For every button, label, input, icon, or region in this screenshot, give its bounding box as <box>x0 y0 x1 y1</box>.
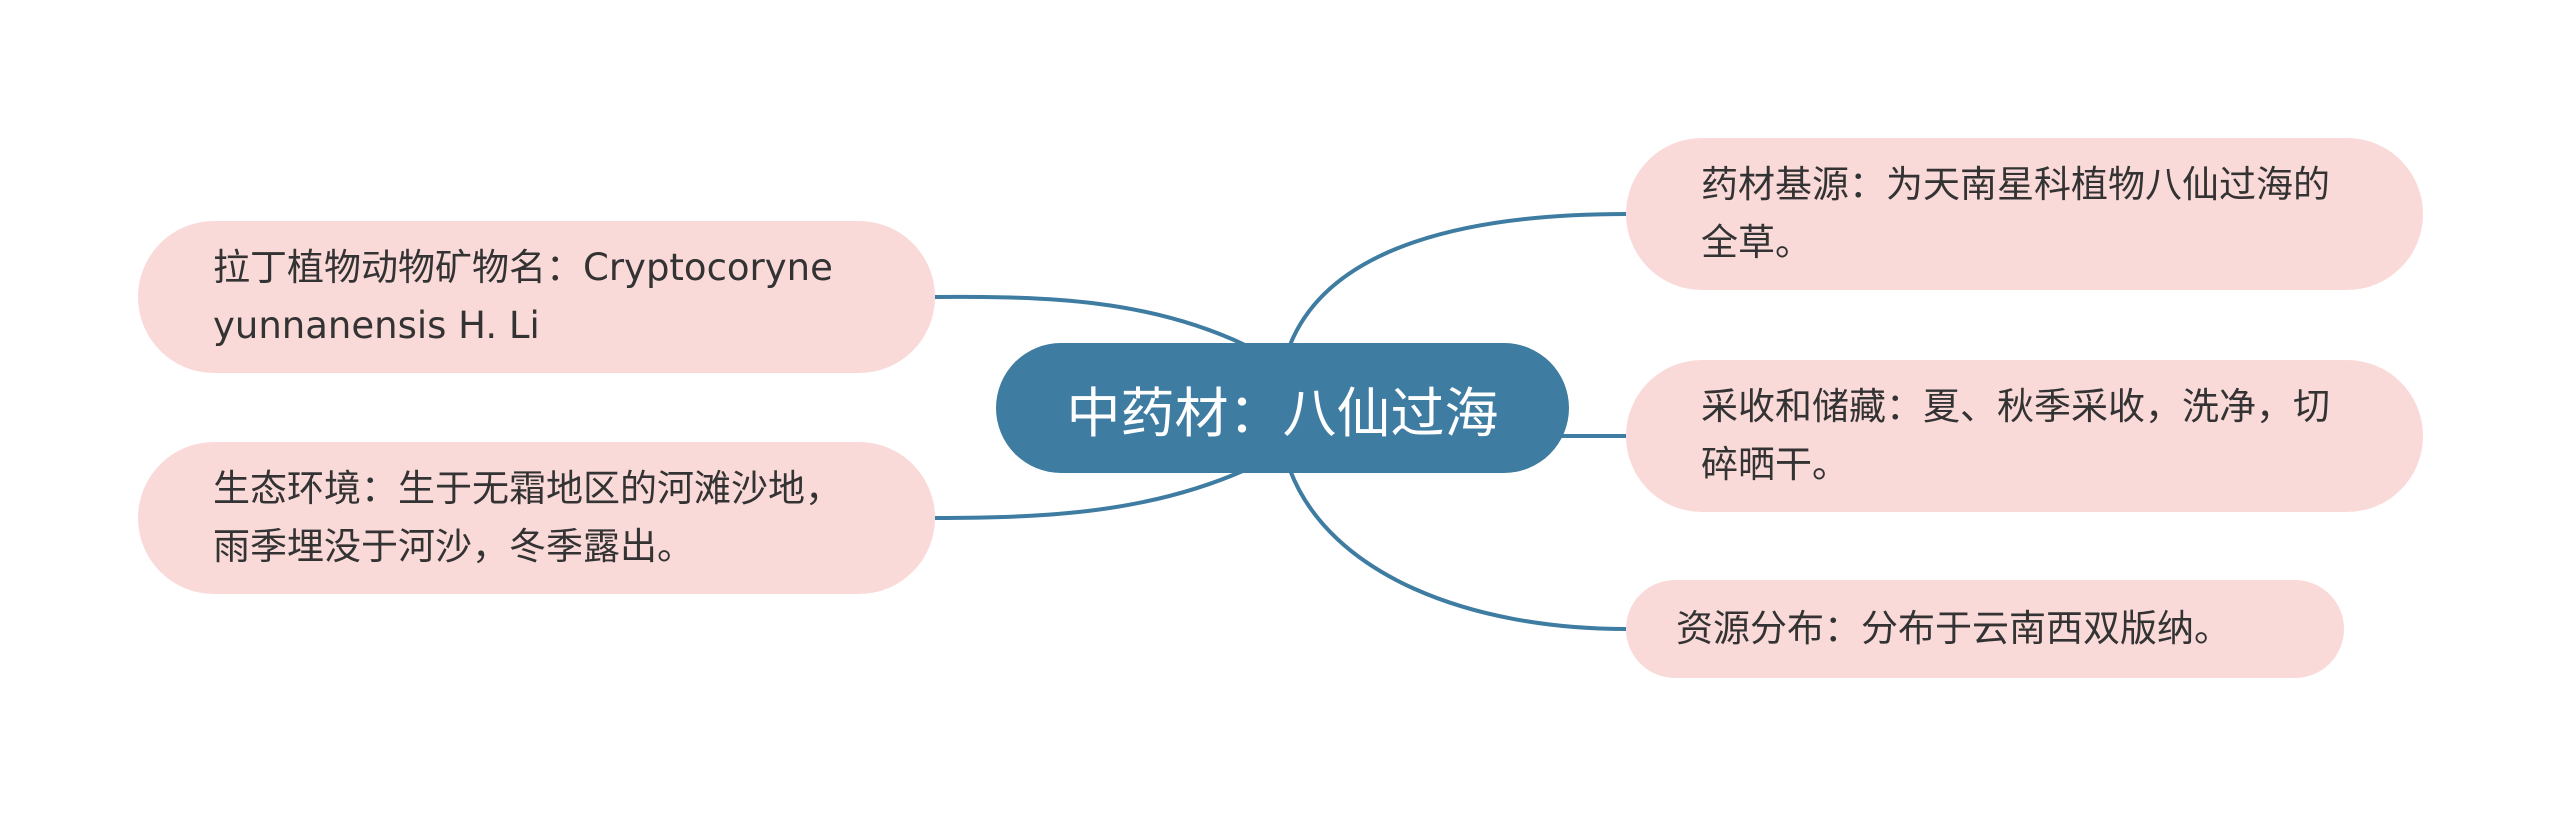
connector-distribution <box>1288 469 1627 631</box>
branch-distribution[interactable]: 资源分布：分布于云南西双版纳。 <box>1626 580 2344 678</box>
central-topic[interactable]: 中药材：八仙过海 <box>996 343 1569 473</box>
connector-habitat <box>934 468 1246 520</box>
branch-distribution-label: 资源分布：分布于云南西双版纳。 <box>1676 607 2231 650</box>
branch-habitat[interactable]: 生态环境：生于无霜地区的河滩沙地，雨季埋没于河沙，冬季露出。 <box>138 442 935 594</box>
branch-source-label: 药材基源：为天南星科植物八仙过海的全草。 <box>1701 163 2330 264</box>
branch-latin-name[interactable]: 拉丁植物动物矿物名：Cryptocoryne yunnanensis H. Li <box>138 221 935 373</box>
connector-source <box>1288 212 1627 346</box>
branch-latin-name-label: 拉丁植物动物矿物名：Cryptocoryne yunnanensis H. Li <box>213 246 833 347</box>
branch-source[interactable]: 药材基源：为天南星科植物八仙过海的全草。 <box>1626 138 2423 290</box>
branch-harvest-storage[interactable]: 采收和储藏：夏、秋季采收，洗净，切碎晒干。 <box>1626 360 2423 512</box>
central-topic-label: 中药材：八仙过海 <box>1066 381 1499 445</box>
branch-habitat-label: 生态环境：生于无霜地区的河滩沙地，雨季埋没于河沙，冬季露出。 <box>213 467 842 568</box>
connector-latin-name <box>934 294 1246 347</box>
branch-harvest-storage-label: 采收和储藏：夏、秋季采收，洗净，切碎晒干。 <box>1701 385 2330 486</box>
